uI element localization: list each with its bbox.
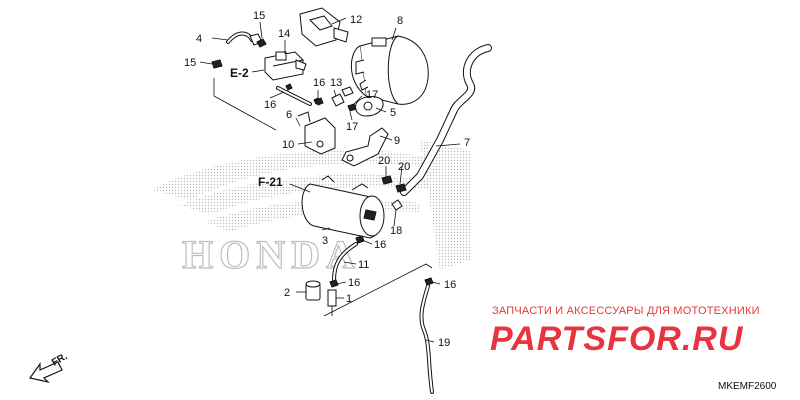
bracket-10 xyxy=(297,111,336,155)
part-label-3: 3 xyxy=(322,235,328,247)
clip-16-a xyxy=(315,97,324,106)
part-label-15: 15 xyxy=(184,57,196,69)
bolt-20-b xyxy=(395,183,407,193)
part-label-4: 4 xyxy=(196,33,202,45)
diagram-code: MKEMF2600 xyxy=(718,381,777,392)
valve-5 xyxy=(355,96,384,117)
hose-11 xyxy=(332,242,358,282)
part-label-5: 5 xyxy=(390,107,396,119)
cap-2 xyxy=(305,280,321,301)
clip-15-left xyxy=(211,59,223,69)
solenoid-valve-14 xyxy=(264,51,307,81)
watermark-logo: PARTSFOR.RU xyxy=(490,320,744,358)
part-label-19: 19 xyxy=(438,337,450,349)
part-label-17: 17 xyxy=(366,89,378,101)
part-label-16: 16 xyxy=(348,277,360,289)
part-label-2: 2 xyxy=(284,287,290,299)
part-label-20: 20 xyxy=(398,161,410,173)
hose-4 xyxy=(226,31,263,46)
ref-e2: E-2 xyxy=(230,66,249,80)
part-label-1: 1 xyxy=(346,293,352,305)
part-label-18: 18 xyxy=(390,225,402,237)
part-label-11: 11 xyxy=(358,259,369,271)
honda-wordmark: HONDA xyxy=(182,232,361,277)
bracket-9 xyxy=(341,127,389,167)
joint-13 xyxy=(331,86,354,107)
clip-16-f xyxy=(424,277,434,286)
part-label-16: 16 xyxy=(264,99,276,111)
part-label-9: 9 xyxy=(394,135,400,147)
front-label: FR. xyxy=(50,351,70,369)
part-label-16: 16 xyxy=(374,239,386,251)
part-label-16: 16 xyxy=(444,279,456,291)
clip-18 xyxy=(391,199,403,211)
front-arrow-icon: FR. xyxy=(28,351,70,384)
part-label-14: 14 xyxy=(278,28,290,40)
bolt-20-a xyxy=(381,175,393,185)
bracket-12 xyxy=(299,7,349,47)
leader-lines xyxy=(199,17,461,343)
canister-8 xyxy=(350,35,429,105)
part-label-15: 15 xyxy=(253,10,265,22)
part-label-20: 20 xyxy=(378,155,390,167)
part-label-16: 16 xyxy=(313,77,325,89)
hose-7 xyxy=(400,44,492,196)
part-label-10: 10 xyxy=(282,139,294,151)
part-label-13: 13 xyxy=(330,77,342,89)
clip-17 xyxy=(347,103,357,112)
tube-19 xyxy=(419,284,434,394)
clip-16-e xyxy=(329,279,339,288)
clip-15-top xyxy=(256,38,267,48)
ref-f21: F-21 xyxy=(258,175,283,189)
part-label-8: 8 xyxy=(397,15,403,27)
joint-1 xyxy=(327,289,337,316)
part-label-17: 17 xyxy=(346,121,358,133)
part-labels: 4 15 15 14 12 8 16 13 17 5 16 6 17 10 9 … xyxy=(184,10,470,349)
watermark-tagline: ЗАПЧАСТИ И АКСЕССУАРЫ ДЛЯ МОТОТЕХНИКИ xyxy=(492,305,760,317)
canister-3 xyxy=(301,175,385,239)
part-label-12: 12 xyxy=(350,14,362,26)
part-label-7: 7 xyxy=(464,137,470,149)
part-label-6: 6 xyxy=(286,109,292,121)
